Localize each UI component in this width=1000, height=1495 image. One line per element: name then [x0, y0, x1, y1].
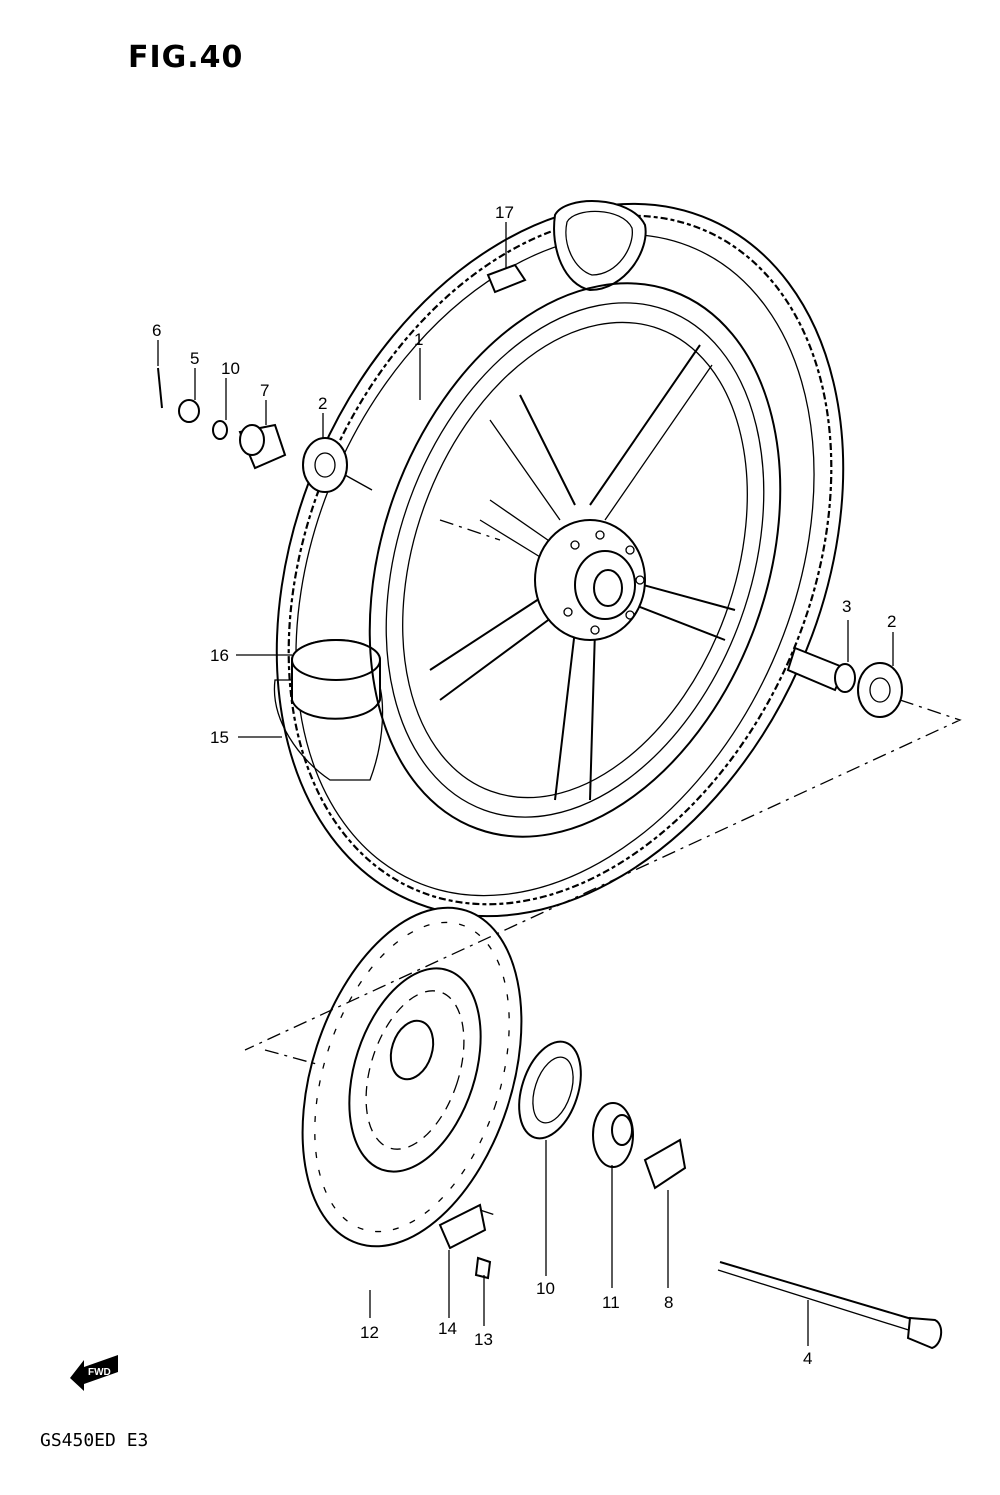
assembly-lines — [244, 519, 962, 1216]
part-label: 1 — [414, 330, 423, 349]
part-label: 13 — [474, 1330, 493, 1349]
tire-cutaway-top — [553, 200, 647, 292]
part-label: 6 — [152, 321, 161, 340]
part-label: 10 — [536, 1279, 555, 1298]
part-label: 2 — [318, 394, 327, 413]
balance-weight — [486, 263, 527, 294]
figure-title: FIG.40 — [128, 40, 244, 75]
part-label: 3 — [842, 597, 851, 616]
part-label: 14 — [438, 1319, 457, 1338]
rim — [368, 282, 782, 838]
part-label: 17 — [495, 203, 514, 222]
part-label: 15 — [210, 728, 229, 747]
wheel-spokes — [429, 344, 736, 801]
part-label: 2 — [887, 612, 896, 631]
fwd-label: FWD — [88, 1367, 111, 1378]
axle-spacer-right — [786, 646, 903, 718]
wheel-hub — [534, 519, 646, 641]
part-label: 8 — [664, 1293, 673, 1312]
tire-cutaway-bottom — [273, 639, 384, 781]
part-label: 10 — [221, 359, 240, 378]
leader-lines — [157, 222, 894, 1346]
bottom-hardware — [438, 1040, 943, 1350]
part-label: 5 — [190, 349, 199, 368]
part-labels: 6 5 10 7 2 1 17 3 2 16 15 12 14 13 10 11… — [152, 203, 896, 1368]
part-label: 16 — [210, 646, 229, 665]
model-code: GS450ED E3 — [40, 1430, 149, 1451]
left-side-hardware — [157, 367, 373, 493]
part-label: 7 — [260, 381, 269, 400]
part-label: 11 — [602, 1293, 620, 1312]
part-label: 12 — [360, 1323, 379, 1342]
fwd-arrow-icon: FWD — [70, 1355, 118, 1391]
part-label: 4 — [803, 1349, 812, 1368]
brake-disc — [301, 906, 523, 1248]
